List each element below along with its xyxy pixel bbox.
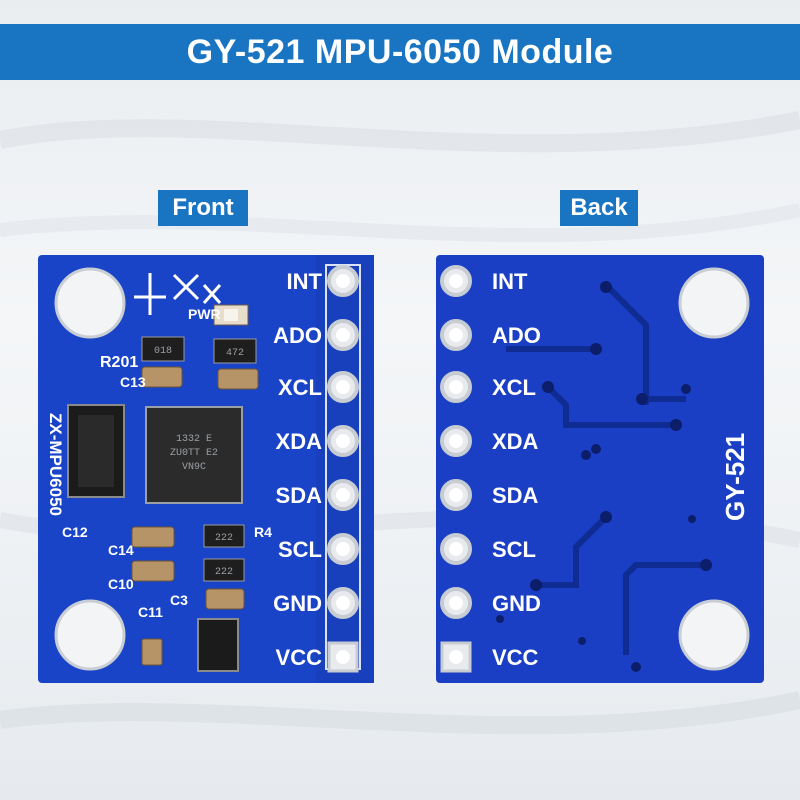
resistor-018 <box>141 336 185 362</box>
back-pin-labels: INT ADO XCL XDA SDA SCL GND VCC <box>492 269 541 670</box>
mpu6050-chip: 1332 E ZU0TT E2 VN9C <box>145 406 243 504</box>
back-mounting-hole-bottom <box>678 599 750 671</box>
title-banner: GY-521 MPU-6050 Module <box>0 24 800 80</box>
resistor-222-a-label: 222 <box>215 533 233 544</box>
back-pin-gnd: GND <box>492 591 541 616</box>
cap-c10 <box>131 560 175 582</box>
back-pin-scl: SCL <box>492 537 536 562</box>
silk-r4: R4 <box>254 524 272 540</box>
back-model-label: GY-521 <box>720 433 750 521</box>
back-board: INT ADO XCL XDA SDA SCL GND VCC GY-521 <box>436 255 764 683</box>
front-pin-pads <box>325 264 361 673</box>
ldo-regulator <box>197 618 239 672</box>
front-pin-xcl: XCL <box>278 375 322 400</box>
silk-c12: C12 <box>62 524 88 540</box>
back-pin-int: INT <box>492 269 528 294</box>
silk-c11: C11 <box>138 604 163 620</box>
front-board: INT ADO XCL XDA SDA SCL GND VCC 018 472 … <box>38 255 374 683</box>
silk-c10: C10 <box>108 576 134 592</box>
front-pin-xda: XDA <box>276 429 323 454</box>
front-label: Front <box>158 190 248 226</box>
silk-c3: C3 <box>170 592 188 608</box>
back-label: Back <box>560 190 638 226</box>
cap-c13 <box>141 366 183 388</box>
resistor-222-b-label: 222 <box>215 567 233 578</box>
front-pin-vcc: VCC <box>276 645 323 670</box>
resistor-222-a <box>203 524 245 548</box>
cap-c3 <box>205 588 245 610</box>
front-pin-int: INT <box>287 269 323 294</box>
back-traces <box>506 282 706 655</box>
resistor-472 <box>213 338 257 364</box>
axis-marking <box>134 273 222 315</box>
resistor-018-label: 018 <box>154 346 172 357</box>
back-pin-ado: ADO <box>492 323 541 348</box>
silk-r201: R201 <box>100 354 138 371</box>
back-pin-xda: XDA <box>492 429 539 454</box>
front-pin-gnd: GND <box>273 591 322 616</box>
back-vias <box>496 281 712 672</box>
front-pin-sda: SDA <box>276 483 323 508</box>
mounting-hole-bottom <box>54 599 126 671</box>
back-pin-vcc: VCC <box>492 645 539 670</box>
front-pin-labels: INT ADO XCL XDA SDA SCL GND VCC <box>273 269 322 670</box>
resistor-472-label: 472 <box>226 348 244 359</box>
front-pin-scl: SCL <box>278 537 322 562</box>
back-pin-sda: SDA <box>492 483 539 508</box>
pcb-back <box>436 255 764 683</box>
back-pin-xcl: XCL <box>492 375 536 400</box>
cap-c14 <box>131 526 175 548</box>
back-pin-pads <box>440 265 472 673</box>
cap-c12-right <box>217 368 259 390</box>
silk-model: ZX-MPU6050 <box>46 413 65 516</box>
resistor-222-b <box>203 558 245 582</box>
cap-c11 <box>141 638 163 666</box>
silk-c13: C13 <box>120 374 146 390</box>
chip-line-1: 1332 E <box>176 434 212 445</box>
silk-c14: C14 <box>108 542 134 558</box>
silk-pwr: PWR <box>188 306 221 322</box>
chip-line-2: ZU0TT E2 <box>170 448 218 459</box>
mounting-hole-top <box>54 267 126 339</box>
front-pin-ado: ADO <box>273 323 322 348</box>
chip-line-3: VN9C <box>182 462 206 473</box>
back-mounting-hole-top <box>678 267 750 339</box>
page-title: GY-521 MPU-6050 Module <box>186 32 614 71</box>
